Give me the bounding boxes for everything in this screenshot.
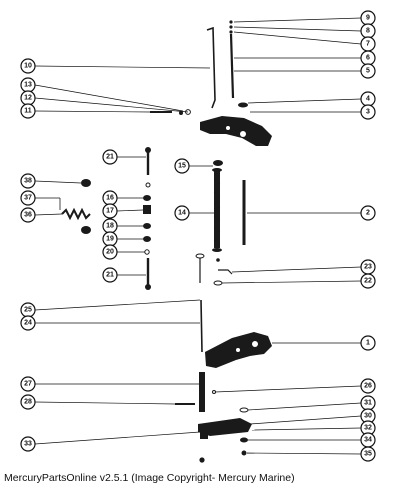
callout-1: 1 (360, 335, 376, 351)
callout-36: 36 (20, 207, 36, 223)
callout-25: 25 (20, 302, 36, 318)
callout-label: 15 (178, 163, 186, 170)
callout-label: 9 (366, 15, 370, 22)
callout-27: 27 (20, 376, 36, 392)
exploded-parts-diagram: 9 8 7 6 5 4 3 10 13 12 11 21 15 38 37 36… (20, 10, 376, 463)
callout-11: 11 (20, 103, 36, 119)
callout-2: 2 (360, 205, 376, 221)
parts-drawing (59, 20, 272, 463)
callout-label: 27 (24, 381, 32, 388)
callout-5: 5 (360, 63, 376, 79)
callout-8: 8 (360, 23, 376, 39)
callout-label: 26 (364, 383, 372, 390)
callout-label: 13 (24, 82, 32, 89)
callout-label: 17 (106, 208, 114, 215)
callout-label: 32 (364, 425, 372, 432)
callout-33: 33 (20, 436, 36, 452)
callout-35: 35 (360, 446, 376, 462)
callout-21-bottom: 21 (102, 267, 118, 283)
callout-label: 30 (364, 413, 372, 420)
leader-lines (34, 17, 362, 455)
callout-label: 16 (106, 195, 114, 202)
callout-16: 16 (102, 190, 118, 206)
callout-label: 1 (366, 340, 370, 347)
callout-13: 13 (20, 77, 36, 93)
callout-label: 2 (366, 210, 370, 217)
callout-label: 8 (366, 28, 370, 35)
callout-label: 5 (366, 68, 370, 75)
callout-label: 28 (24, 399, 32, 406)
callout-label: 24 (24, 320, 32, 327)
callout-label: 21 (106, 272, 114, 279)
callout-22: 22 (360, 273, 376, 289)
callout-10: 10 (20, 58, 36, 74)
callout-label: 7 (366, 41, 370, 48)
callout-31: 31 (360, 395, 376, 411)
callout-label: 34 (364, 437, 372, 444)
callout-38: 38 (20, 173, 36, 189)
callout-label: 11 (24, 108, 32, 115)
callout-14: 14 (174, 205, 190, 221)
callout-label: 4 (366, 96, 370, 103)
callout-label: 36 (24, 212, 32, 219)
callout-26: 26 (360, 378, 376, 394)
callout-label: 14 (178, 210, 186, 217)
callout-20: 20 (102, 244, 118, 260)
callout-6: 6 (360, 50, 376, 66)
callout-label: 3 (366, 109, 370, 116)
callout-label: 35 (364, 451, 372, 458)
callout-label: 10 (24, 63, 32, 70)
callout-15: 15 (174, 158, 190, 174)
callout-label: 21 (106, 154, 114, 161)
callout-label: 22 (364, 278, 372, 285)
callout-37: 37 (20, 190, 36, 206)
callout-17: 17 (102, 203, 118, 219)
callout-4: 4 (360, 91, 376, 107)
callout-34: 34 (360, 432, 376, 448)
callout-23: 23 (360, 259, 376, 275)
callout-7: 7 (360, 36, 376, 52)
callout-3: 3 (360, 104, 376, 120)
callout-label: 37 (24, 195, 32, 202)
callout-label: 6 (366, 55, 370, 62)
callout-28: 28 (20, 394, 36, 410)
callout-24: 24 (20, 315, 36, 331)
callout-9: 9 (360, 10, 376, 26)
callout-label: 19 (106, 236, 114, 243)
callout-label: 38 (24, 178, 32, 185)
callout-label: 31 (364, 400, 372, 407)
callout-label: 20 (106, 249, 114, 256)
callout-19: 19 (102, 231, 118, 247)
callout-21-top: 21 (102, 149, 118, 165)
callout-label: 23 (364, 264, 372, 271)
copyright-caption: MercuryPartsOnline v2.5.1 (Image Copyrig… (4, 472, 295, 484)
callout-12: 12 (20, 90, 36, 106)
callout-label: 33 (24, 441, 32, 448)
callout-18: 18 (102, 218, 118, 234)
callout-label: 12 (24, 95, 32, 102)
callout-label: 25 (24, 307, 32, 314)
callouts: 9 8 7 6 5 4 3 10 13 12 11 21 15 38 37 36… (20, 10, 376, 462)
callout-label: 18 (106, 223, 114, 230)
